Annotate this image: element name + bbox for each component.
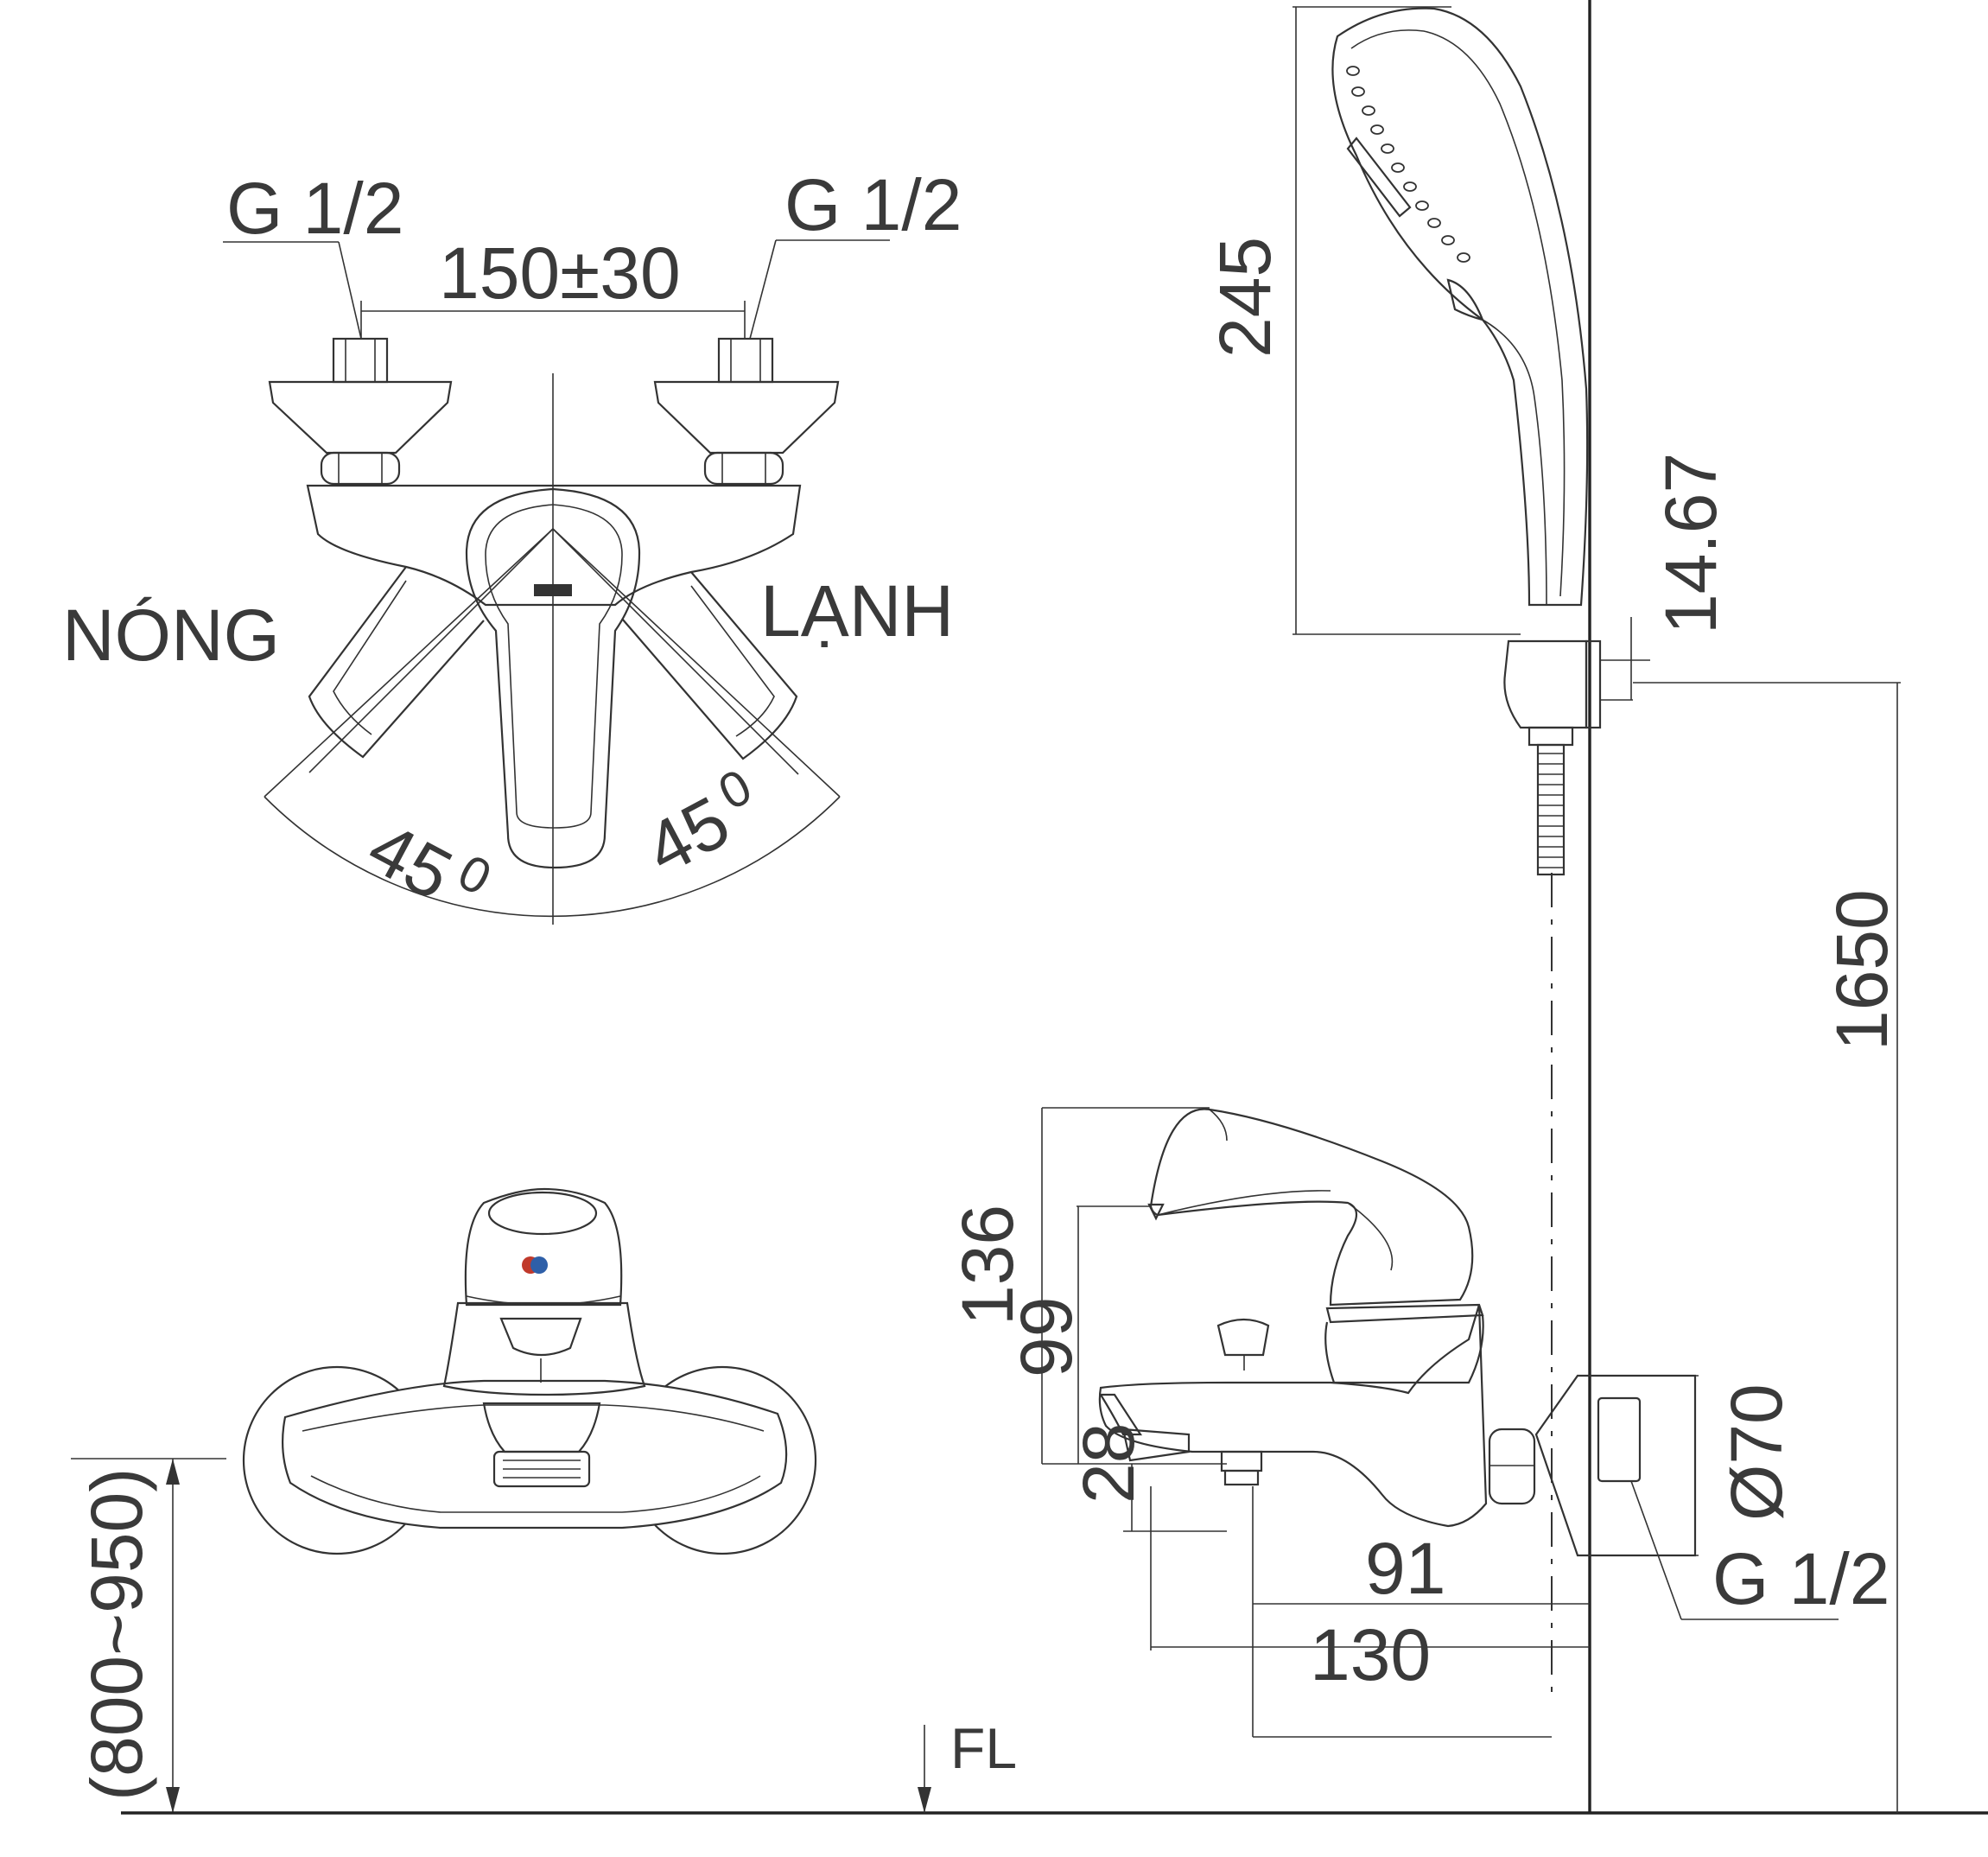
- holder-offset-dimension: 14.67: [1630, 453, 1901, 700]
- holder-offset-label: 14.67: [1650, 453, 1731, 634]
- handshower-length-dimension: 245: [1204, 6, 1521, 635]
- inlet-spacing-dimension: 150±30: [439, 232, 681, 314]
- inlet-right-label: G 1/2: [784, 164, 962, 245]
- holder-height-label: 1650: [1821, 889, 1902, 1051]
- spout-reach-label: 91: [1365, 1528, 1445, 1609]
- mount-height-label: (800~950): [76, 1468, 157, 1801]
- inlet-left-label: G 1/2: [226, 168, 403, 249]
- shower-holder: [1503, 639, 1633, 747]
- front-view: [242, 1187, 817, 1555]
- wall-inlet-label: G 1/2: [1712, 1538, 1890, 1619]
- shower-hose: [1536, 743, 1566, 876]
- total-depth-label: 130: [1310, 1614, 1431, 1695]
- handshower-length-label: 245: [1204, 237, 1286, 358]
- handle-height-label: 99: [1006, 1297, 1087, 1377]
- side-view-dimensions: 136 99 28 Ø70 G 1/2 91 130: [947, 1107, 1890, 1738]
- top-view: G 1/2 G 1/2 150±30: [62, 164, 962, 925]
- flange-diameter-label: Ø70: [1716, 1383, 1797, 1521]
- hand-shower: [1331, 7, 1589, 607]
- cold-label: LẠNH: [760, 570, 954, 652]
- hot-label: NÓNG: [62, 595, 280, 676]
- side-view-mixer: [1098, 1108, 1697, 1557]
- angle-left-label: 45: [356, 806, 466, 916]
- mount-height-dimension: (800~950): [71, 1458, 226, 1813]
- spout-height-label: 28: [1068, 1423, 1149, 1504]
- body-height-label: 136: [947, 1205, 1028, 1326]
- floor-level-label: FL: [950, 1716, 1017, 1780]
- holder-height-dimension: 1650: [1821, 683, 1902, 1813]
